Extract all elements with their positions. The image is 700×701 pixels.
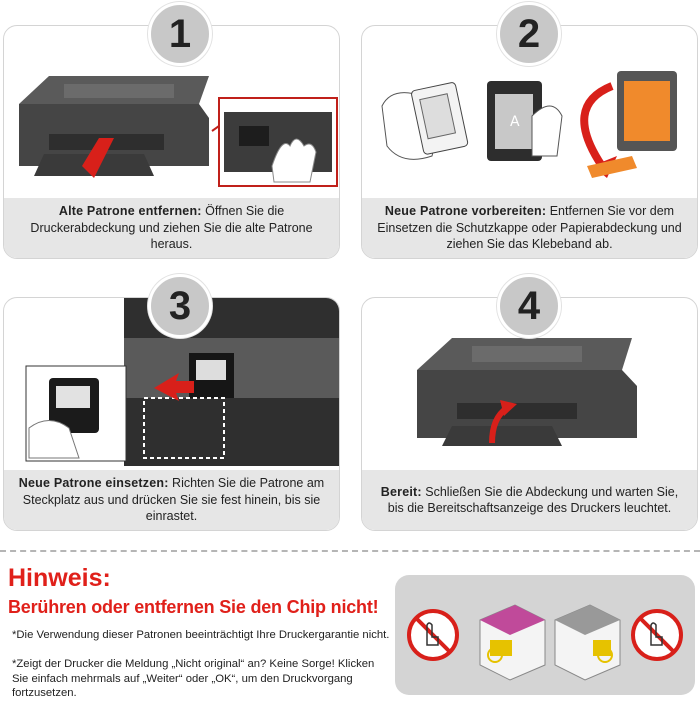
step-1-text: Öffnen Sie die Druckerabdeckung und zieh… [30, 204, 313, 252]
step-4-text: Schließen Sie die Abdeckung und warten S… [387, 484, 679, 516]
step-4-title: Bereit: [380, 484, 422, 499]
step-3-title: Neue Patrone einsetzen: [18, 476, 169, 491]
svg-text:A: A [510, 114, 520, 130]
step-4-caption: Bereit: Schließen Sie die Abdeckung und … [362, 470, 697, 530]
step-2-illustration: A [381, 71, 677, 178]
step-2-title: Neue Patrone vorbereiten: [384, 204, 547, 219]
step-1-caption: Alte Patrone entfernen: Öffnen Sie die D… [4, 198, 339, 258]
cartridge-left-icon [479, 604, 546, 681]
step-1-title: Alte Patrone entfernen: [58, 204, 202, 219]
step-2-text: Entfernen Sie vor dem Einsetzen die Schu… [377, 204, 682, 252]
section-divider [0, 550, 700, 552]
no-touch-icon-left [407, 609, 459, 661]
notice-line-2: *Zeigt der Drucker die Meldung „Nicht or… [12, 658, 375, 699]
step-2-caption: Neue Patrone vorbereiten: Entfernen Sie … [362, 198, 697, 258]
step-3-text: Richten Sie die Patrone am Steckplatz au… [22, 476, 325, 524]
step-1-number: 1 [148, 2, 212, 66]
step-1-illustration [19, 76, 338, 187]
step-4-number: 4 [497, 274, 561, 338]
step-3-card: Neue Patrone einsetzen: Richten Sie die … [3, 297, 340, 531]
notice-subtitle: Berühren oder entfernen Sie den Chip nic… [8, 597, 379, 617]
notice-title: Hinweis: [8, 564, 111, 592]
step-3-caption: Neue Patrone einsetzen: Richten Sie die … [4, 470, 339, 530]
step-4-illustration [417, 338, 637, 446]
no-touch-icon-right [631, 609, 683, 661]
step-3-number: 3 [148, 274, 212, 338]
step-2-number: 2 [497, 2, 561, 66]
chip-warning-illustration [395, 575, 695, 695]
notice-line-1: *Die Verwendung dieser Patronen beeinträ… [12, 629, 390, 641]
cartridge-right-icon [554, 604, 621, 681]
step-4-card: Bereit: Schließen Sie die Abdeckung und … [361, 297, 698, 531]
